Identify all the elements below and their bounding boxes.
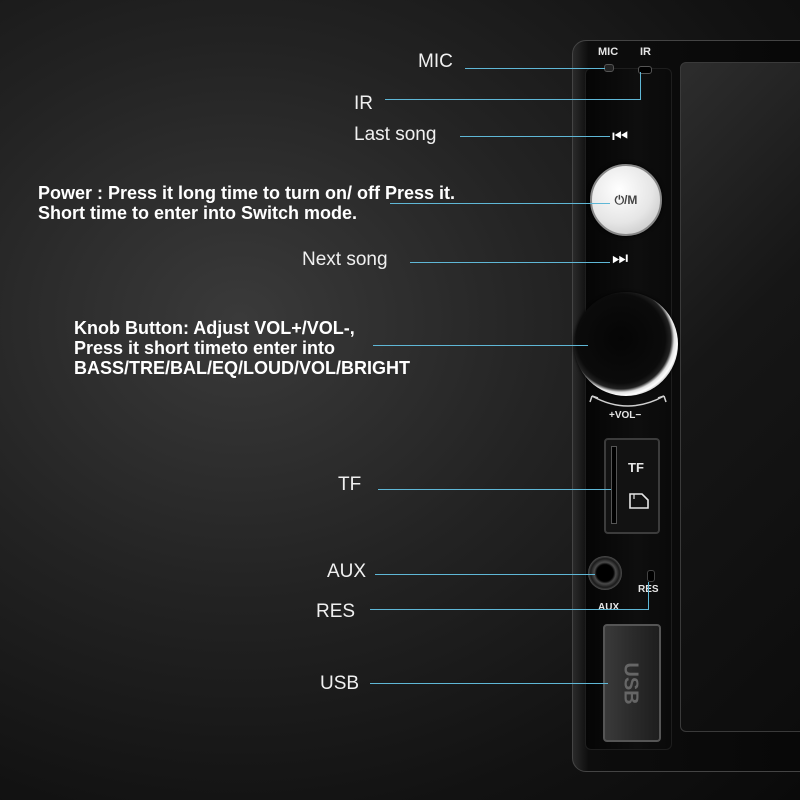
usb-leader-line [370,683,608,684]
knob-desc-line-2: Press it short timeto enter into [74,338,336,358]
tf-label: TF [338,474,362,495]
usb-mark: USB [619,662,642,705]
power-leader-line [390,203,610,204]
reset-hole[interactable] [647,570,655,582]
res-leader-line [370,609,648,610]
power-button-text: ⏻/M [614,192,638,207]
aux-jack[interactable] [588,556,622,590]
ir-leader-drop [640,72,641,100]
res-label: RES [316,601,356,622]
ir-leader-line [385,99,640,100]
power-description: Power : Press it long time to turn on/ o… [38,183,455,223]
aux-mark: AUX [598,602,620,613]
device-ir-mark: IR [640,46,651,58]
aux-label: AUX [327,561,367,582]
tf-leader-line [378,489,611,490]
device-mic-mark: MIC [598,46,619,58]
next-song-leader-line [410,262,610,263]
knob-desc-line-1: Knob Button: Adjust VOL+/VOL-, [74,318,355,338]
device-screen [680,62,800,732]
last-song-leader-line [460,136,610,137]
mic-hole [604,64,614,72]
power-mode-button[interactable]: ⏻/M [590,164,662,236]
mic-label: MIC [418,51,453,72]
ir-sensor [638,66,652,74]
knob-description: Knob Button: Adjust VOL+/VOL-, Press it … [74,318,410,378]
tf-mark: TF [628,460,644,475]
usb-label: USB [320,673,360,694]
next-track-icon[interactable]: ⏭ [612,248,628,269]
vol-arc-icon [589,395,667,407]
vol-mark: +VOL− [609,410,642,421]
next-song-label: Next song [302,249,388,270]
ir-label: IR [354,93,373,114]
res-leader-rise [648,582,649,610]
last-song-label: Last song [354,124,437,145]
knob-desc-line-3: BASS/TRE/BAL/EQ/LOUD/VOL/BRIGHT [74,358,411,378]
sd-card-icon [629,493,649,509]
volume-knob[interactable] [574,292,678,396]
prev-track-icon[interactable]: ⏮ [612,126,628,147]
knob-leader-line [373,345,588,346]
aux-leader-line [375,574,595,575]
power-desc-line-1: Power : Press it long time to turn on/ o… [38,183,456,203]
tf-slit [611,446,617,524]
power-desc-line-2: Short time to enter into Switch mode. [38,203,358,223]
mic-leader-line [465,68,605,69]
